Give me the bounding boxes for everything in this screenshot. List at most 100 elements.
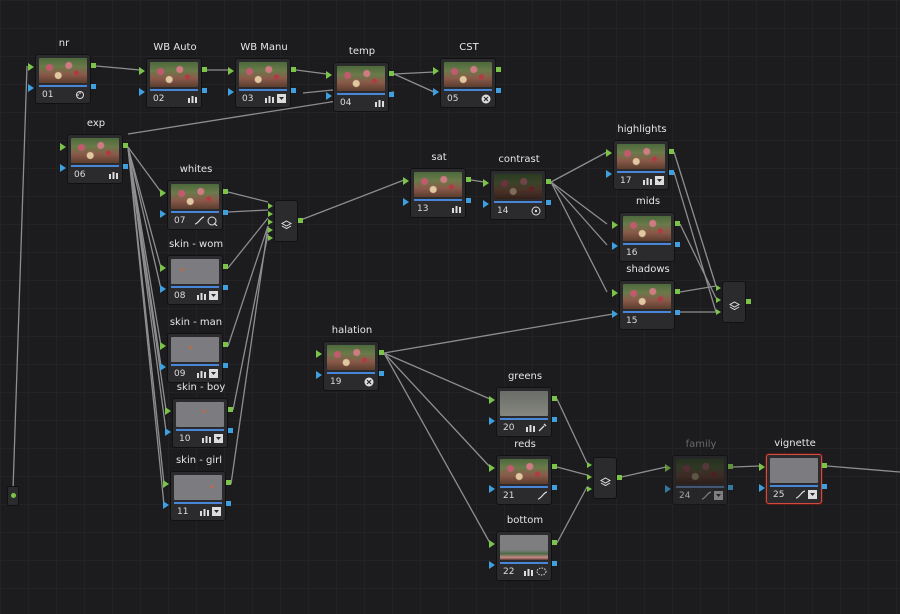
node-wb-auto[interactable]: WB Auto 02 bbox=[139, 42, 207, 108]
mixer-input-port[interactable] bbox=[268, 227, 273, 233]
source-output-port[interactable] bbox=[11, 493, 16, 498]
alpha-input-port[interactable] bbox=[403, 198, 409, 206]
rgb-output-port[interactable] bbox=[552, 396, 557, 401]
rgb-output-port[interactable] bbox=[123, 143, 128, 148]
node-shadows[interactable]: shadows 15 bbox=[612, 264, 680, 330]
rgb-output-port[interactable] bbox=[223, 264, 228, 269]
alpha-output-port[interactable] bbox=[466, 198, 471, 203]
node-exp[interactable]: exp 06 bbox=[60, 118, 128, 184]
rgb-output-port[interactable] bbox=[746, 299, 751, 304]
parallel-mixer-node-1[interactable] bbox=[268, 200, 303, 242]
dropdown-icon[interactable] bbox=[277, 94, 286, 103]
alpha-input-port[interactable] bbox=[165, 428, 171, 436]
alpha-input-port[interactable] bbox=[160, 210, 166, 218]
node-skin-girl[interactable]: skin - girl 11 bbox=[163, 455, 231, 521]
dropdown-icon[interactable] bbox=[808, 490, 817, 499]
alpha-output-port[interactable] bbox=[291, 88, 296, 93]
parallel-mixer-node-3[interactable] bbox=[587, 457, 622, 499]
rgb-output-port[interactable] bbox=[552, 540, 557, 545]
node-bottom[interactable]: bottom 22 bbox=[489, 515, 557, 581]
rgb-output-port[interactable] bbox=[822, 463, 827, 468]
rgb-output-port[interactable] bbox=[466, 177, 471, 182]
rgb-input-port[interactable] bbox=[489, 464, 495, 472]
node-skin-boy[interactable]: skin - boy 10 bbox=[165, 382, 233, 448]
rgb-output-port[interactable] bbox=[389, 71, 394, 76]
alpha-output-port[interactable] bbox=[389, 92, 394, 97]
alpha-input-port[interactable] bbox=[489, 417, 495, 425]
node-cst[interactable]: CST 05 bbox=[433, 42, 501, 108]
mixer-input-port[interactable] bbox=[716, 285, 721, 291]
alpha-output-port[interactable] bbox=[223, 363, 228, 368]
alpha-input-port[interactable] bbox=[139, 88, 145, 96]
mixer-input-port[interactable] bbox=[587, 486, 592, 492]
alpha-input-port[interactable] bbox=[60, 164, 66, 172]
rgb-output-port[interactable] bbox=[379, 350, 384, 355]
alpha-output-port[interactable] bbox=[669, 170, 674, 175]
rgb-output-port[interactable] bbox=[223, 189, 228, 194]
alpha-input-port[interactable] bbox=[612, 242, 618, 250]
rgb-input-port[interactable] bbox=[28, 63, 34, 71]
rgb-output-port[interactable] bbox=[675, 221, 680, 226]
alpha-input-port[interactable] bbox=[326, 92, 332, 100]
rgb-input-port[interactable] bbox=[489, 396, 495, 404]
rgb-input-port[interactable] bbox=[403, 177, 409, 185]
node-contrast[interactable]: contrast 14 bbox=[483, 154, 551, 220]
rgb-output-port[interactable] bbox=[91, 63, 96, 68]
dropdown-icon[interactable] bbox=[212, 507, 221, 516]
mixer-input-port[interactable] bbox=[716, 297, 721, 303]
parallel-mixer-node-2[interactable] bbox=[716, 281, 751, 323]
alpha-input-port[interactable] bbox=[489, 485, 495, 493]
alpha-output-port[interactable] bbox=[552, 485, 557, 490]
rgb-input-port[interactable] bbox=[160, 342, 166, 350]
alpha-output-port[interactable] bbox=[223, 210, 228, 215]
rgb-output-port[interactable] bbox=[291, 67, 296, 72]
dropdown-icon[interactable] bbox=[214, 434, 223, 443]
rgb-input-port[interactable] bbox=[160, 264, 166, 272]
node-whites[interactable]: whites 07 bbox=[160, 164, 228, 230]
mixer-input-port[interactable] bbox=[268, 203, 273, 209]
node-skin-man[interactable]: skin - man 09 bbox=[160, 317, 228, 383]
dropdown-icon[interactable] bbox=[714, 491, 723, 500]
rgb-input-port[interactable] bbox=[165, 407, 171, 415]
mixer-input-port[interactable] bbox=[268, 211, 273, 217]
alpha-input-port[interactable] bbox=[160, 363, 166, 371]
alpha-output-port[interactable] bbox=[228, 428, 233, 433]
rgb-input-port[interactable] bbox=[612, 289, 618, 297]
alpha-input-port[interactable] bbox=[483, 200, 489, 208]
rgb-output-port[interactable] bbox=[202, 67, 207, 72]
rgb-output-port[interactable] bbox=[298, 218, 303, 223]
alpha-input-port[interactable] bbox=[759, 484, 765, 492]
rgb-input-port[interactable] bbox=[483, 179, 489, 187]
rgb-output-port[interactable] bbox=[546, 179, 551, 184]
alpha-output-port[interactable] bbox=[728, 485, 733, 490]
node-skin-wom[interactable]: skin - wom 08 bbox=[160, 239, 228, 305]
alpha-output-port[interactable] bbox=[202, 88, 207, 93]
alpha-output-port[interactable] bbox=[546, 200, 551, 205]
rgb-input-port[interactable] bbox=[228, 67, 234, 75]
rgb-input-port[interactable] bbox=[665, 464, 671, 472]
alpha-output-port[interactable] bbox=[123, 164, 128, 169]
alpha-input-port[interactable] bbox=[316, 371, 322, 379]
rgb-input-port[interactable] bbox=[326, 71, 332, 79]
alpha-output-port[interactable] bbox=[91, 84, 96, 89]
rgb-output-port[interactable] bbox=[675, 289, 680, 294]
mixer-input-port[interactable] bbox=[587, 474, 592, 480]
alpha-output-port[interactable] bbox=[822, 484, 827, 489]
alpha-output-port[interactable] bbox=[552, 561, 557, 566]
node-highlights[interactable]: highlights 17 bbox=[606, 124, 674, 190]
alpha-input-port[interactable] bbox=[163, 501, 169, 509]
alpha-input-port[interactable] bbox=[228, 88, 234, 96]
rgb-input-port[interactable] bbox=[433, 67, 439, 75]
alpha-output-port[interactable] bbox=[379, 371, 384, 376]
rgb-input-port[interactable] bbox=[489, 540, 495, 548]
alpha-input-port[interactable] bbox=[433, 88, 439, 96]
source-input-node[interactable] bbox=[7, 486, 19, 506]
dropdown-icon[interactable] bbox=[655, 176, 664, 185]
node-temp[interactable]: temp 04 bbox=[326, 46, 394, 112]
rgb-input-port[interactable] bbox=[139, 67, 145, 75]
node-greens[interactable]: greens 20 bbox=[489, 371, 557, 437]
alpha-input-port[interactable] bbox=[160, 285, 166, 293]
node-wb-manu[interactable]: WB Manu 03 bbox=[228, 42, 296, 108]
alpha-input-port[interactable] bbox=[606, 170, 612, 178]
